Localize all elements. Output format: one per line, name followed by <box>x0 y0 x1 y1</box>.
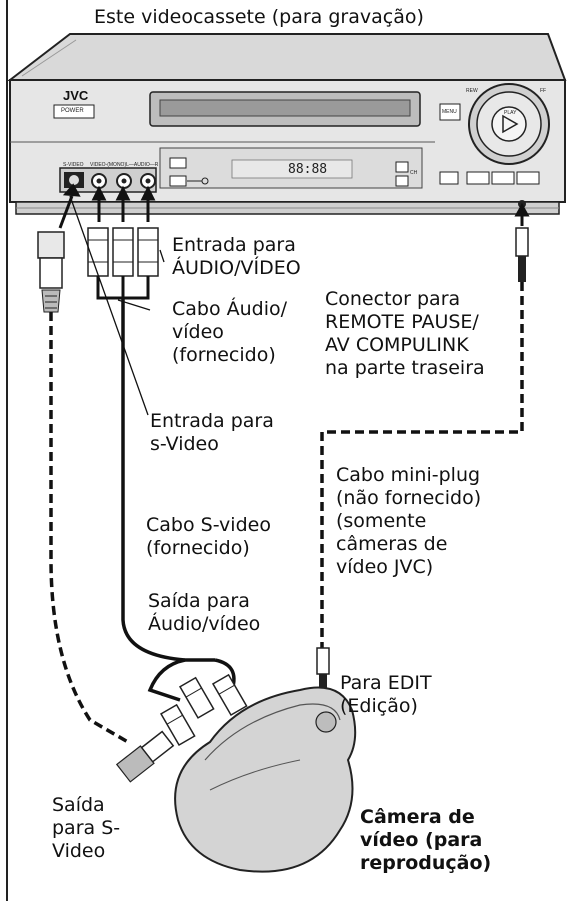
svideo-plug-camera <box>115 730 175 783</box>
svideo-cable-label: Cabo S-video (fornecido) <box>146 514 271 559</box>
av-output-label: Saída para Áudio/vídeo <box>148 590 261 635</box>
menu-button: MENU <box>442 109 457 115</box>
vcr-unit <box>7 33 567 215</box>
av-jacks-label: VIDEO-(MONO)L—AUDIO—R <box>90 162 159 168</box>
svideo-output-label: Saída para S- Video <box>52 794 121 862</box>
vcr-display: 88:88 <box>288 162 328 177</box>
svideo-jack-label: S-VIDEO <box>63 162 84 168</box>
vcr-brand-logo: JVC <box>63 88 89 103</box>
svideo-plug-vcr <box>37 231 65 313</box>
svideo-cable <box>49 312 129 744</box>
av-cable-label: Cabo Áudio/ vídeo (fornecido) <box>172 298 288 366</box>
rew-button: REW <box>466 88 478 94</box>
ff-button: FF <box>540 88 547 94</box>
play-button: PLAY <box>504 110 517 116</box>
page-margin-rule <box>6 0 8 901</box>
av-plugs-camera <box>160 673 248 747</box>
connector-label: Conector para REMOTE PAUSE/ AV COMPULINK… <box>325 288 485 379</box>
camera-label: Câmera de vídeo (para reprodução) <box>360 806 492 874</box>
av-plugs-vcr <box>87 227 159 300</box>
miniplug-camera <box>316 647 330 698</box>
miniplug-cable <box>320 282 524 648</box>
camcorder <box>174 686 357 873</box>
miniplug-cable-label: Cabo mini-plug (não fornecido) (somente … <box>336 464 482 578</box>
connection-arrows <box>58 183 530 229</box>
channel-label: CH <box>410 170 418 176</box>
edit-label: Para EDIT (Edição) <box>340 672 432 717</box>
svideo-input-label: Entrada para s-Video <box>150 410 274 455</box>
leader-lines <box>69 195 165 416</box>
miniplug-vcr <box>515 227 529 282</box>
power-button: POWER <box>61 108 84 114</box>
av-input-label: Entrada para ÁUDIO/VÍDEO <box>172 234 301 279</box>
vcr-heading: Este videocassete (para gravação) <box>94 6 424 28</box>
